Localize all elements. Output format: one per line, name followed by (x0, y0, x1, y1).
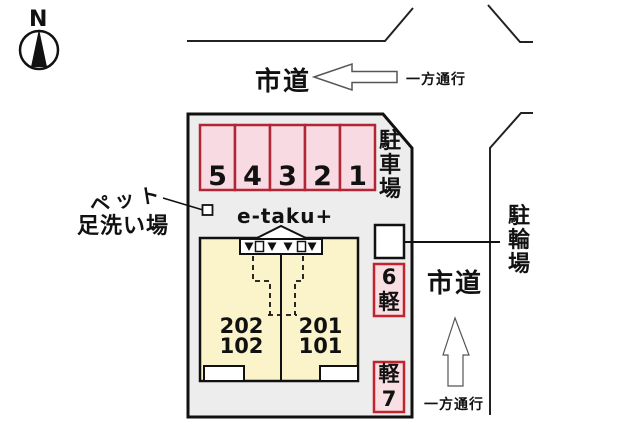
kei-7-number: 7 (381, 387, 397, 411)
pet-wash-station (201, 204, 214, 216)
road-right-label: 市道 (427, 269, 484, 299)
bicycle-parking-area (373, 223, 406, 260)
kei-stall-7-label: 軽 7 (374, 362, 404, 412)
road-right-edge (489, 112, 533, 415)
road-top-right-edge (487, 4, 533, 43)
terrace-left (203, 365, 245, 382)
terrace-right (319, 365, 359, 382)
unit-label-right: 201 101 (283, 314, 358, 358)
building-outline (198, 236, 360, 383)
unit-101: 101 (298, 334, 343, 358)
kei-stall-6 (372, 262, 406, 318)
stall-number-5: 5 (208, 161, 227, 192)
parking-area-label: 駐車場 (378, 129, 401, 202)
one-way-top-label: 一方通行 (406, 72, 466, 88)
kei-6-number: 6 (381, 265, 397, 289)
stall-number-2: 2 (313, 161, 332, 192)
road-top-label: 市道 (255, 67, 312, 97)
kei-6-kanji: 軽 (378, 290, 400, 314)
road-top-edge (187, 7, 414, 42)
approach-path-dashed (252, 256, 304, 316)
stall-number-3: 3 (278, 161, 297, 192)
unit-102: 102 (219, 334, 264, 358)
unit-label-left: 202 102 (202, 314, 281, 358)
kei-stall-7 (372, 360, 406, 414)
compass-north-label: N (29, 7, 48, 32)
pet-wash-leader-line (162, 197, 204, 211)
stall-number-4: 4 (243, 161, 262, 192)
one-way-arrow-left-icon (311, 62, 398, 92)
one-way-bottom-label: 一方通行 (424, 397, 484, 413)
building-name-label: e-taku+ (237, 204, 334, 228)
kei-stall-6-label: 6 軽 (374, 265, 404, 315)
bicycle-parking-label: 駐輪場 (507, 204, 530, 277)
unit-202: 202 (219, 314, 264, 338)
pet-wash-label-line2: 足洗い場 (77, 214, 170, 239)
entrance-door-marks (244, 240, 317, 253)
unit-201: 201 (298, 314, 343, 338)
kei-7-kanji: 軽 (378, 362, 400, 386)
one-way-arrow-up-icon (442, 316, 470, 387)
compass-icon (18, 29, 60, 71)
parking-stalls (198, 123, 377, 192)
stall-number-1: 1 (348, 161, 367, 192)
